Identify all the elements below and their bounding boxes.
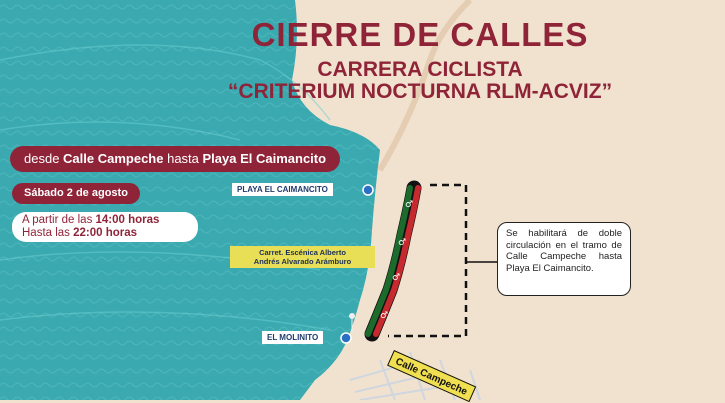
inland-road [377,0,473,172]
label-carretera: Carret. Escénica Alberto Andrés Alvarado… [230,246,375,268]
lighthouse-icon [349,313,355,333]
route-from: Calle Campeche [63,151,164,166]
closure-bracket [388,183,468,338]
hours-end-label: Hasta las [22,227,74,239]
route-prefix: desde [24,151,64,166]
route-green [365,185,413,337]
hours-start-value: 14:00 horas [95,214,160,226]
hours-end: Hasta las 22:00 horas [22,227,188,240]
pin-molinito [340,332,352,344]
route-red [373,185,421,337]
label-carretera-line1: Carret. Escénica Alberto [259,248,346,257]
bicycle-icon: ♂ [398,238,406,248]
bicycle-icons: ♂ ♂ ♂ ♂ [380,200,413,321]
label-carretera-line2: Andrés Alvarado Arámburo [253,257,352,266]
hours-end-value: 22:00 horas [73,227,138,239]
label-el-molinito: EL MOLINITO [262,331,324,344]
label-playa-caimancito: PLAYA EL CAIMANCITO [232,183,333,196]
hours-box: A partir de las 14:00 horas Hasta las 22… [12,212,198,242]
route-to: Playa El Caimancito [202,151,327,166]
event-name: “CRITERIUM NOCTURNA RLM-ACVIZ” [227,80,613,103]
hours-start-label: A partir de las [22,214,96,226]
route-border [364,180,422,342]
route-banner: desde Calle Campeche hasta Playa El Caim… [10,146,341,172]
hours-start: A partir de las 14:00 horas [22,214,188,227]
date-badge: Sábado 2 de agosto [12,183,140,204]
bicycle-icon: ♂ [392,273,400,283]
page-subtitle: CARRERA CICLISTA [317,58,523,81]
pin-playa [362,184,374,196]
page-title: CIERRE DE CALLES [251,16,589,53]
route-middle: hasta [163,151,203,166]
bicycle-icon: ♂ [405,200,413,210]
info-callout: Se habilitará de doble circulación en el… [497,222,631,296]
bicycle-icon: ♂ [380,311,388,321]
